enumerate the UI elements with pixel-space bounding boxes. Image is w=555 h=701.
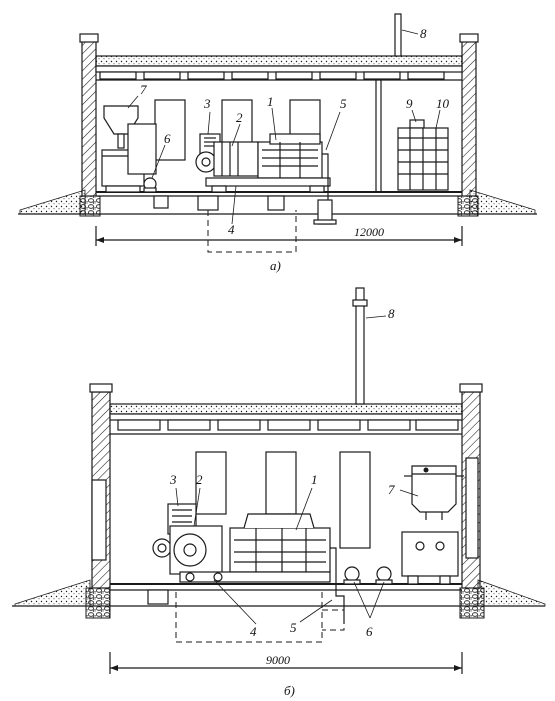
label-a-8: 8 bbox=[420, 26, 427, 41]
window-b2 bbox=[265, 451, 297, 515]
label-b-7: 7 bbox=[388, 482, 395, 497]
label-a-6: 6 bbox=[164, 131, 171, 146]
pumps-b bbox=[343, 566, 393, 585]
wall-right-a bbox=[461, 39, 477, 197]
dimension-b: 9000 bbox=[266, 653, 290, 667]
generator-set-b bbox=[152, 503, 345, 624]
caption-a: а) bbox=[270, 258, 281, 273]
foundation-right-b bbox=[459, 587, 485, 619]
label-b-4: 4 bbox=[250, 624, 257, 639]
dimension-line-b bbox=[109, 652, 463, 674]
wall-left-a bbox=[81, 39, 97, 197]
label-a-9: 9 bbox=[406, 96, 413, 111]
roof-b bbox=[109, 403, 463, 435]
label-a-2: 2 bbox=[236, 110, 243, 125]
exhaust-pipe-a bbox=[375, 13, 402, 192]
pump-a bbox=[143, 177, 169, 209]
switchboard-a bbox=[397, 119, 449, 191]
label-b-1: 1 bbox=[311, 472, 318, 487]
label-a-7: 7 bbox=[140, 82, 147, 97]
figure-b: 9000 б) 1 2 3 4 5 6 7 8 bbox=[12, 287, 546, 698]
window-b3 bbox=[339, 451, 371, 549]
engine-foundation-b bbox=[147, 589, 345, 643]
fuel-tank-a bbox=[101, 105, 157, 193]
dimension-line-a bbox=[95, 226, 463, 246]
label-b-8: 8 bbox=[388, 306, 395, 321]
label-b-2: 2 bbox=[196, 472, 203, 487]
label-a-3: 3 bbox=[203, 96, 211, 111]
label-b-3: 3 bbox=[169, 472, 177, 487]
label-b-6: 6 bbox=[366, 624, 373, 639]
foundation-left-a bbox=[79, 195, 101, 217]
foundation-right-a bbox=[457, 195, 479, 217]
generator-set-a bbox=[195, 133, 337, 225]
foundation-left-b bbox=[85, 587, 111, 619]
engine-foundation-a bbox=[197, 195, 297, 253]
fuel-tank-b bbox=[404, 465, 464, 520]
window-a1 bbox=[154, 99, 186, 161]
ground-a bbox=[18, 189, 537, 215]
label-a-5: 5 bbox=[340, 96, 347, 111]
dimension-a: 12000 bbox=[354, 225, 384, 239]
oil-tank-b bbox=[401, 531, 459, 585]
figure-a: 12000 а) 1 2 3 4 5 6 7 8 9 10 bbox=[18, 13, 537, 273]
caption-b: б) bbox=[284, 683, 295, 698]
label-a-4: 4 bbox=[228, 222, 235, 237]
exhaust-pipe-b bbox=[352, 287, 368, 405]
label-a-10: 10 bbox=[436, 96, 450, 111]
label-b-5: 5 bbox=[290, 620, 297, 635]
window-b1 bbox=[195, 451, 227, 515]
label-a-1: 1 bbox=[267, 94, 274, 109]
roof-a bbox=[95, 55, 463, 81]
